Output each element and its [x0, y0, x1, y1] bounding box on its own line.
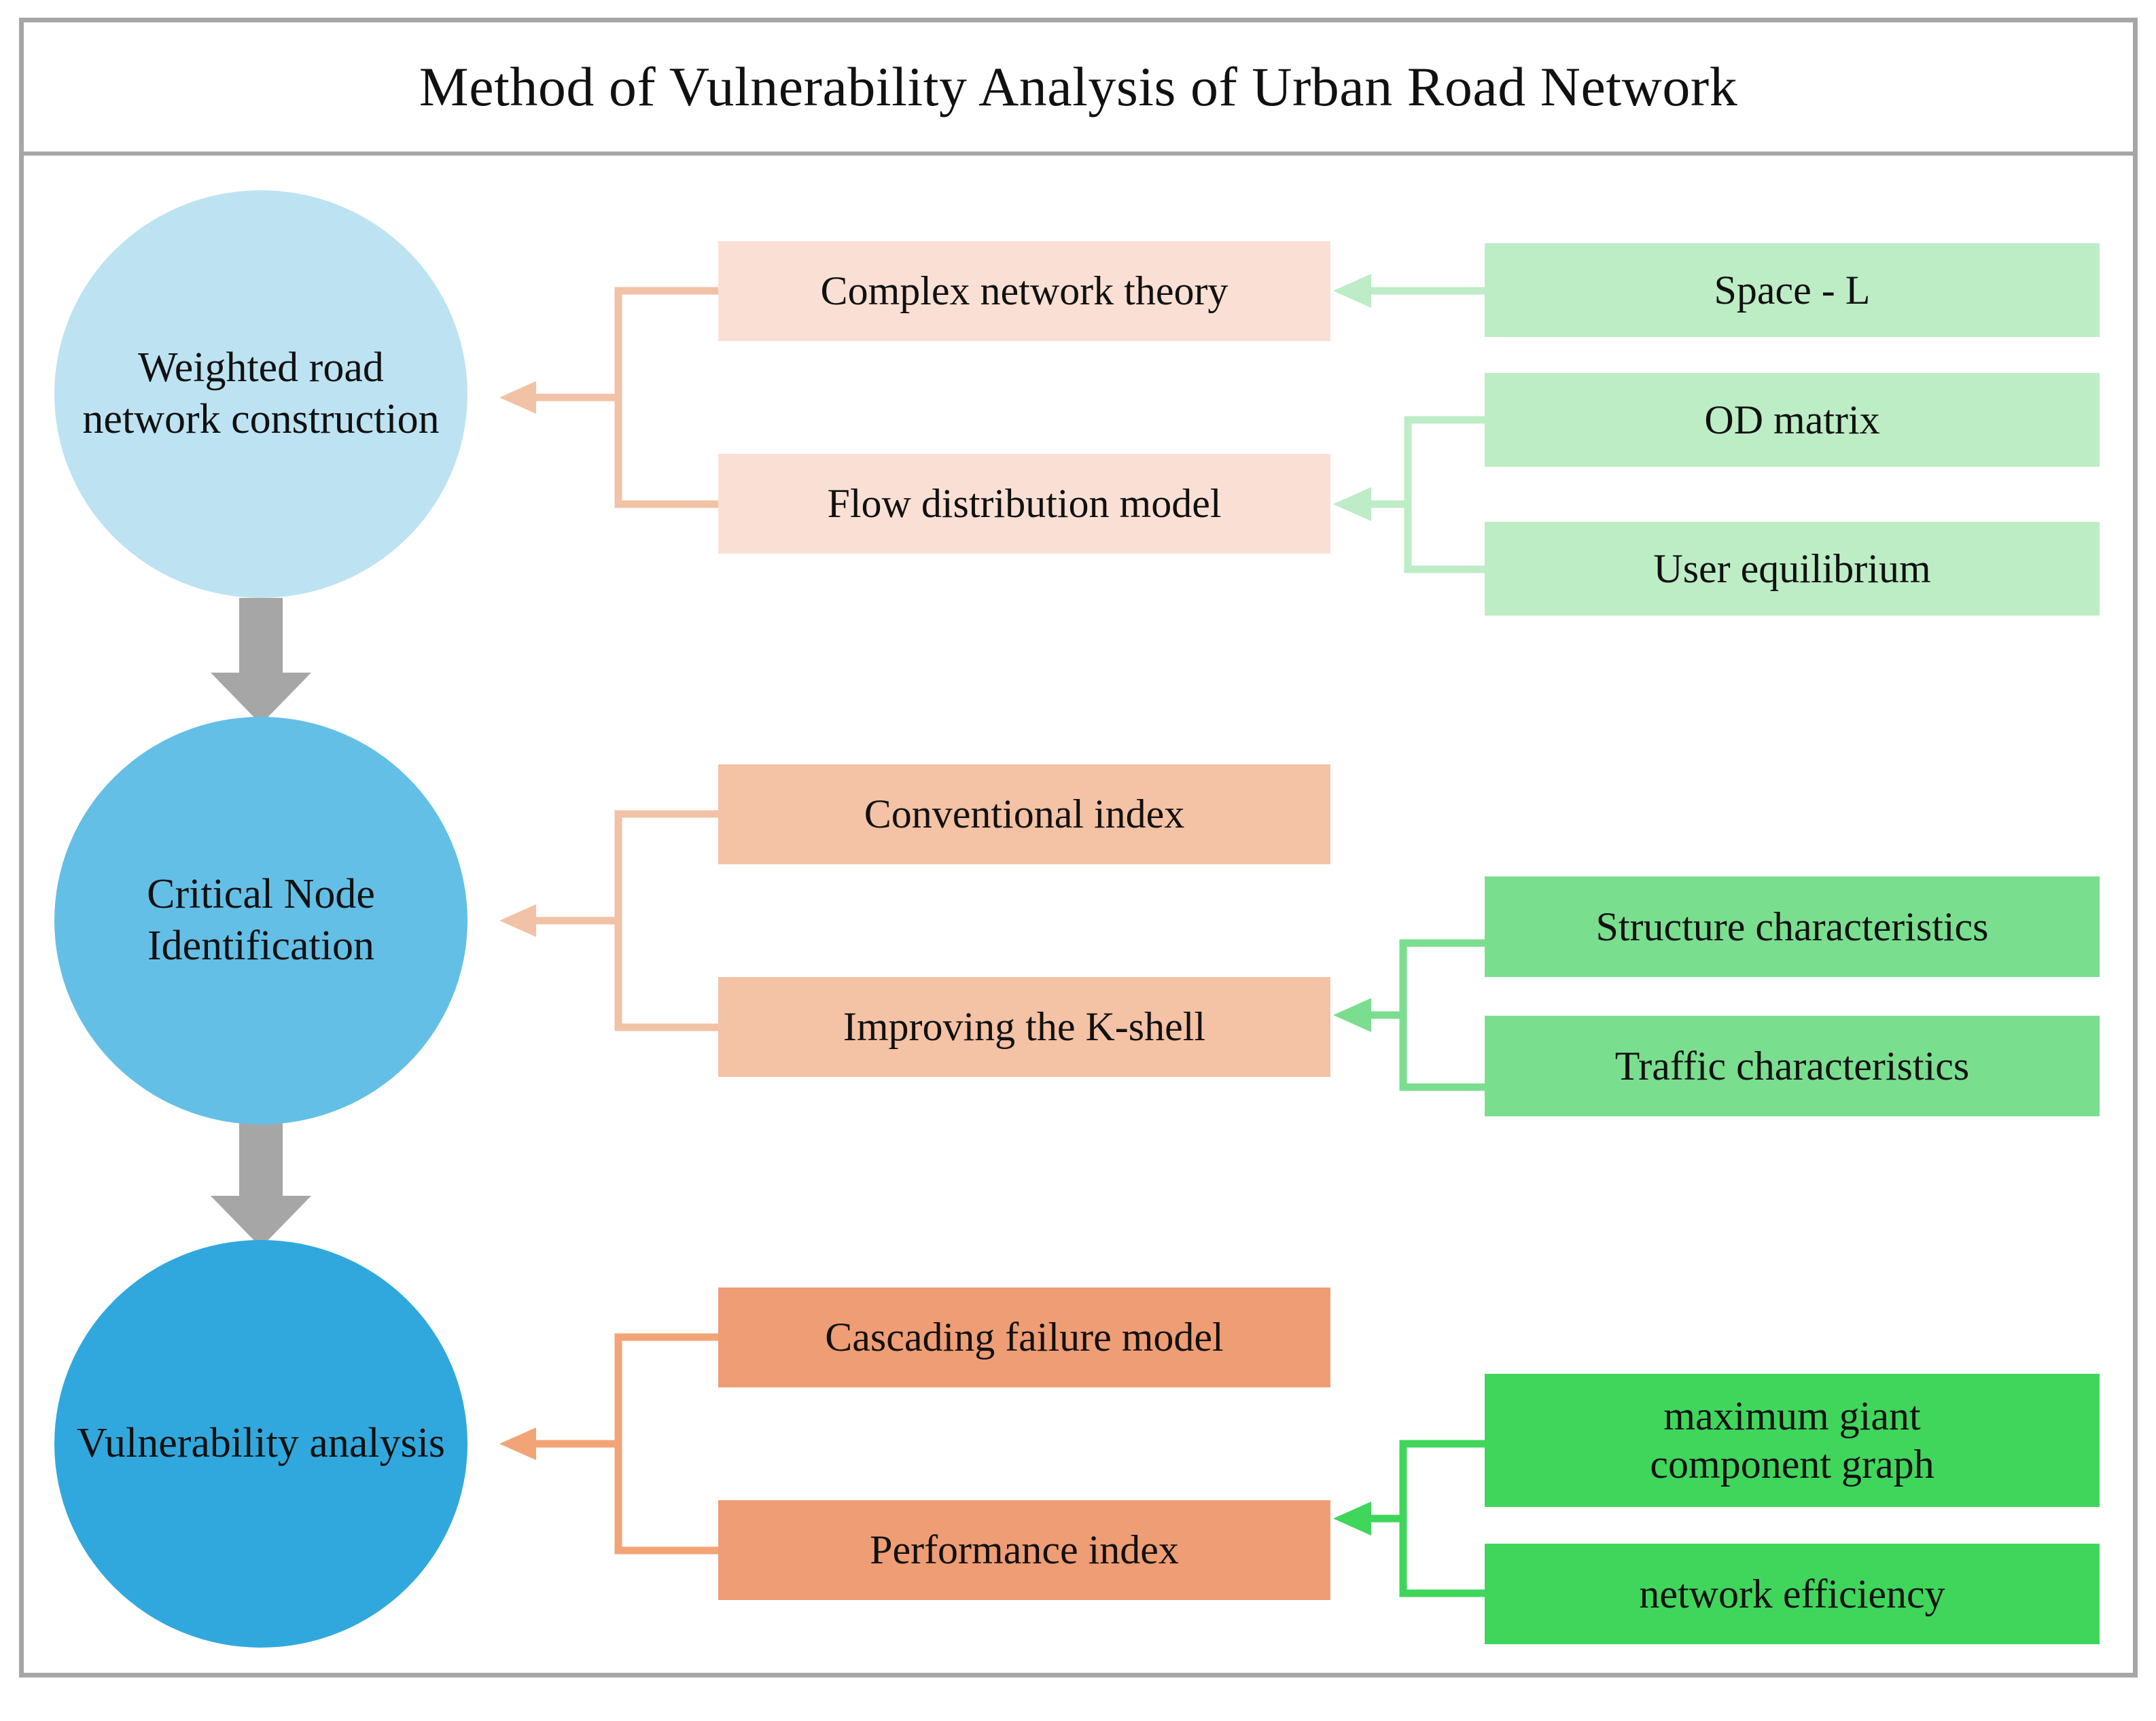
method-box-label: Conventional index	[864, 792, 1185, 837]
detail-box-label: OD matrix	[1704, 397, 1880, 442]
detail-box-row-1-od-matrix[interactable]: OD matrix	[1485, 373, 2100, 467]
page-title: Method of Vulnerability Analysis of Urba…	[419, 56, 1738, 118]
detail-box-label: Space - L	[1714, 267, 1871, 313]
detail-box-row-3-maximum-giant-component-graph[interactable]: maximum giant component graph	[1485, 1374, 2100, 1507]
detail-box-row-3-network-efficiency[interactable]: network efficiency	[1485, 1544, 2100, 1644]
method-box-row-1-complex-network-theory[interactable]: Complex network theory	[718, 241, 1330, 341]
detail-box-row-1-space-l[interactable]: Space - L	[1485, 243, 2100, 337]
method-box-row-1-flow-distribution-model[interactable]: Flow distribution model	[718, 454, 1330, 554]
detail-box-row-2-structure-characteristics[interactable]: Structure characteristics	[1485, 876, 2100, 977]
method-box-row-3-performance-index[interactable]: Performance index	[718, 1500, 1330, 1600]
detail-box-label: maximum giant component graph	[1650, 1394, 1934, 1487]
stage-circle-row-1[interactable]: Weighted road network construction	[54, 190, 467, 598]
stage-circle-row-2[interactable]: Critical Node Identification	[54, 717, 467, 1124]
method-box-label: Improving the K-shell	[843, 1004, 1206, 1050]
stage-circle-label: Vulnerability analysis	[76, 1420, 446, 1467]
detail-box-label: Structure characteristics	[1595, 904, 1989, 949]
detail-box-label: network efficiency	[1639, 1571, 1945, 1616]
stage-circle-row-3[interactable]: Vulnerability analysis	[54, 1240, 467, 1648]
method-box-row-3-cascading-failure-model[interactable]: Cascading failure model	[718, 1288, 1330, 1387]
detail-box-label: User equilibrium	[1653, 546, 1931, 591]
method-box-label: Performance index	[870, 1527, 1179, 1573]
stage-circle-label: Critical Node Identification	[147, 871, 375, 969]
diagram-header: Method of Vulnerability Analysis of Urba…	[24, 22, 2133, 156]
method-box-label: Complex network theory	[820, 268, 1229, 314]
detail-box-row-1-user-equilibrium[interactable]: User equilibrium	[1485, 522, 2100, 616]
detail-box-label: Traffic characteristics	[1614, 1043, 1970, 1088]
method-box-label: Flow distribution model	[827, 481, 1222, 527]
detail-box-row-2-traffic-characteristics[interactable]: Traffic characteristics	[1485, 1016, 2100, 1116]
method-box-row-2-conventional-index[interactable]: Conventional index	[718, 764, 1330, 864]
stage-circle-label: Weighted road network construction	[82, 344, 440, 442]
method-box-label: Cascading failure model	[825, 1315, 1224, 1360]
method-box-row-2-improving-the-k-shell[interactable]: Improving the K-shell	[718, 977, 1330, 1077]
